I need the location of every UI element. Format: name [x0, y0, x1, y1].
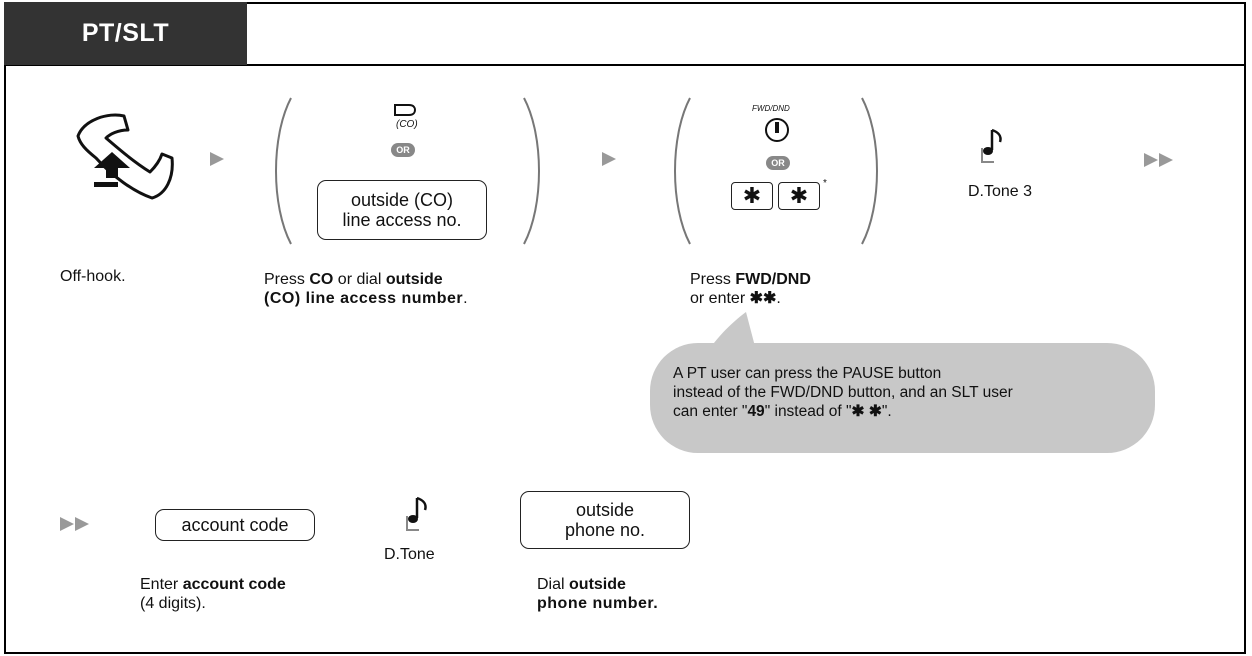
note-line3-code: 49	[747, 403, 765, 420]
header-tab: PT/SLT	[4, 2, 247, 65]
note-line1: A PT user can press the PAUSE button	[673, 365, 942, 382]
fwd-dnd-button-icon[interactable]	[763, 116, 791, 144]
step1-caption: Off-hook.	[60, 268, 126, 285]
step2-caption: Press CO or dial outside (CO) line acces…	[264, 270, 468, 308]
outside-phone-number-box: outside phone no.	[520, 491, 690, 549]
step5-caption-line2: (4 digits).	[140, 595, 206, 612]
co-button-label: (CO)	[396, 119, 418, 130]
fwd-dnd-button-label: FWD/DND	[752, 104, 790, 113]
next-arrow-icon	[602, 152, 616, 166]
dial-tone-icon	[406, 496, 427, 531]
note-line3-symbols: ✱ ✱	[851, 403, 882, 420]
right-parenthesis	[523, 97, 540, 245]
line-access-box-line2: line access no.	[342, 210, 462, 230]
step2-caption-end: .	[463, 290, 468, 307]
line-access-box-line1: outside (CO)	[350, 190, 454, 210]
step2-caption-co: CO	[309, 271, 334, 288]
step3-caption-fwd: FWD/DND	[735, 271, 811, 288]
note-line3-pre: can enter "	[673, 403, 748, 420]
step2-caption-outside: outside	[385, 271, 443, 288]
step3-caption-line2: or enter	[690, 290, 750, 307]
step5-caption-pre: Enter	[140, 576, 183, 593]
step3-caption-end: .	[776, 290, 781, 307]
star-key-1[interactable]: ✱	[731, 182, 773, 210]
dial-tone-3-label: D.Tone 3	[968, 183, 1033, 200]
continue-arrow-icon	[60, 517, 89, 531]
header-rule	[4, 64, 1246, 66]
continue-arrow-icon	[1144, 153, 1173, 167]
step2-caption-mid: or dial	[333, 271, 386, 288]
step3-caption-symbols: ✱✱	[749, 290, 777, 307]
account-code-box: account code	[155, 509, 315, 541]
dial-tone-icon	[981, 128, 1002, 163]
step3-caption: Press FWD/DND or enter ✱✱.	[690, 270, 811, 308]
or-badge: OR	[766, 156, 790, 170]
note-line2: instead of the FWD/DND button, and an SL…	[673, 384, 1013, 401]
step5-caption-account: account code	[182, 576, 286, 593]
line-access-number-box: outside (CO) line access no.	[317, 180, 487, 240]
left-parenthesis	[674, 97, 691, 245]
left-parenthesis	[275, 97, 292, 245]
handset-off-hook-icon	[76, 113, 174, 200]
step3-caption-pre: Press	[690, 271, 736, 288]
step7-caption: Dial outside phone number.	[537, 575, 658, 613]
note-line3-mid: " instead of "	[764, 403, 852, 420]
diagram-frame	[4, 2, 1246, 654]
footnote-mark: *	[823, 178, 827, 189]
phone-box-line1: outside	[575, 500, 635, 520]
dial-tone-label: D.Tone	[384, 546, 435, 563]
next-arrow-icon	[210, 152, 224, 166]
step5-caption: Enter account code (4 digits).	[140, 575, 286, 613]
step2-caption-pre: Press	[264, 271, 310, 288]
note-line3-end: ".	[881, 403, 892, 420]
star-key-2[interactable]: ✱	[778, 182, 820, 210]
step7-caption-pre: Dial	[537, 576, 570, 593]
phone-box-line2: phone no.	[564, 520, 646, 540]
or-badge: OR	[391, 143, 415, 157]
note-text: A PT user can press the PAUSE button ins…	[673, 364, 1013, 421]
co-button-icon[interactable]	[393, 103, 417, 117]
step2-caption-line2: (CO) line access number	[264, 290, 464, 307]
note-bubble	[650, 343, 1155, 453]
right-parenthesis	[861, 97, 878, 245]
step7-caption-outside: outside	[569, 576, 626, 593]
step7-caption-line2: phone number.	[537, 595, 659, 612]
